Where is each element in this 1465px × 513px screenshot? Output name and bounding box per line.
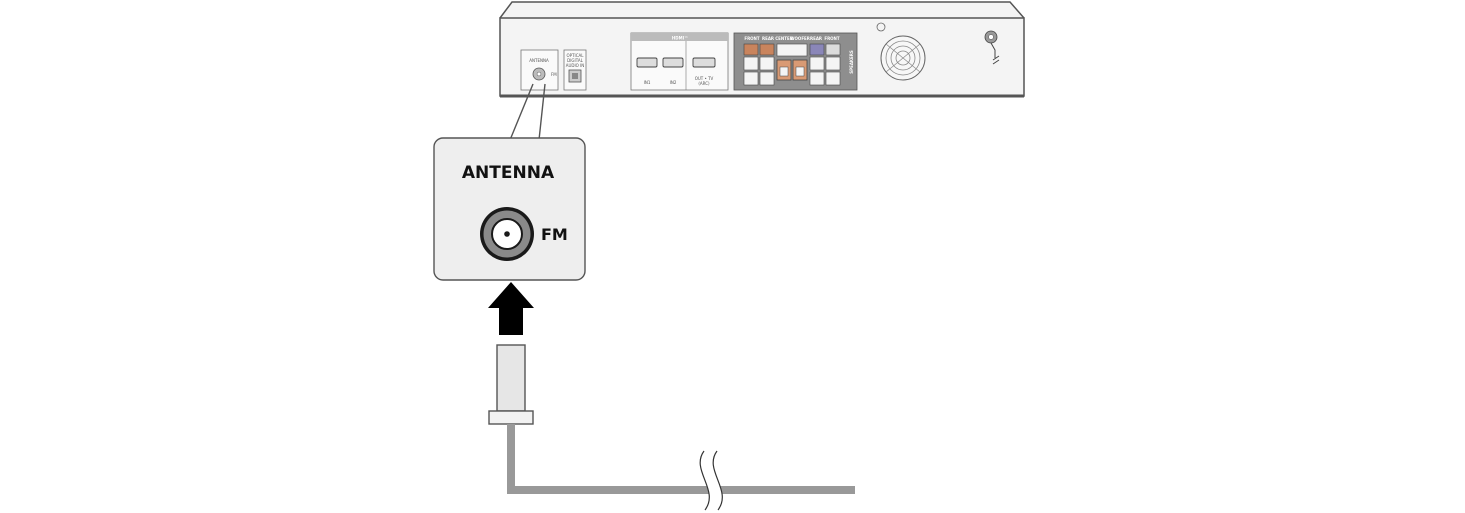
optical-label-1: OPTICAL <box>567 53 585 58</box>
antenna-small-label: ANTENNA <box>529 58 549 63</box>
callout-title: ANTENNA <box>462 163 555 183</box>
hdmi-logo: HDMI™ <box>672 36 688 41</box>
plug-body <box>496 344 526 412</box>
speaker-center-label: CENTER <box>775 36 793 41</box>
callout-fm-label: FM <box>541 225 568 244</box>
optical-section: OPTICAL DIGITAL AUDIO IN <box>563 49 587 91</box>
receiver-top-bevel <box>499 1 1025 19</box>
fm-antenna-plug <box>488 344 534 425</box>
insert-arrow-icon <box>488 282 534 335</box>
hdmi-out-port-icon <box>692 57 716 68</box>
hdmi-in2-port-icon <box>662 57 684 68</box>
hdmi-logo-bar <box>631 33 728 41</box>
hdmi-in1-port-icon <box>636 57 658 68</box>
hdmi-in1-label: IN1 <box>644 80 651 85</box>
speaker-front-l-label: FRONT <box>824 36 840 41</box>
cable-break-mark-right <box>712 450 723 511</box>
callout-leader-lines <box>509 83 546 141</box>
screw-icon <box>876 22 886 32</box>
optical-label-3: AUDIO IN <box>566 63 585 68</box>
speaker-front-r-label: FRONT <box>744 36 760 41</box>
cable-break-mark-left <box>699 450 710 511</box>
hdmi-in2-label: IN2 <box>670 80 677 85</box>
speaker-terminal-front-r-pos <box>743 43 759 56</box>
plug-collar <box>488 410 534 425</box>
hdmi-section: HDMI™ IN1 IN2 OUT • TV (ARC) <box>630 32 729 91</box>
speaker-terminal-rear-r-pos <box>759 43 775 56</box>
hdmi-out-label-2: (ARC) <box>698 81 710 86</box>
optical-label-2: DIGITAL <box>567 58 583 63</box>
speaker-rear-r-label: REAR <box>762 36 774 41</box>
antenna-section: ANTENNA FM <box>520 49 559 91</box>
antenna-callout: ANTENNA FM <box>433 137 586 281</box>
hdmi-out-label-1: OUT • TV <box>695 76 714 81</box>
speaker-rear-l-label: REAR <box>810 36 822 41</box>
antenna-cable <box>507 424 855 511</box>
speaker-terminal-front-l-pos <box>825 43 841 56</box>
speakers-section: FRONT REAR CENTER WOOFER REAR FRONT <box>733 32 858 91</box>
fm-jack-icon <box>480 207 534 261</box>
power-cord-icon <box>984 30 1000 65</box>
speakers-label: SPEAKERS <box>849 50 854 74</box>
receiver-unit: ANTENNA FM OPTICAL DIGITAL AUDIO IN HDMI… <box>499 1 1025 98</box>
cable-break-gap <box>700 451 723 510</box>
speaker-woofer-label: WOOFER <box>790 36 810 41</box>
fm-small-label: FM <box>551 72 557 77</box>
fan-grille-icon <box>880 35 926 81</box>
speaker-terminal-rear-l-pos <box>809 43 825 56</box>
